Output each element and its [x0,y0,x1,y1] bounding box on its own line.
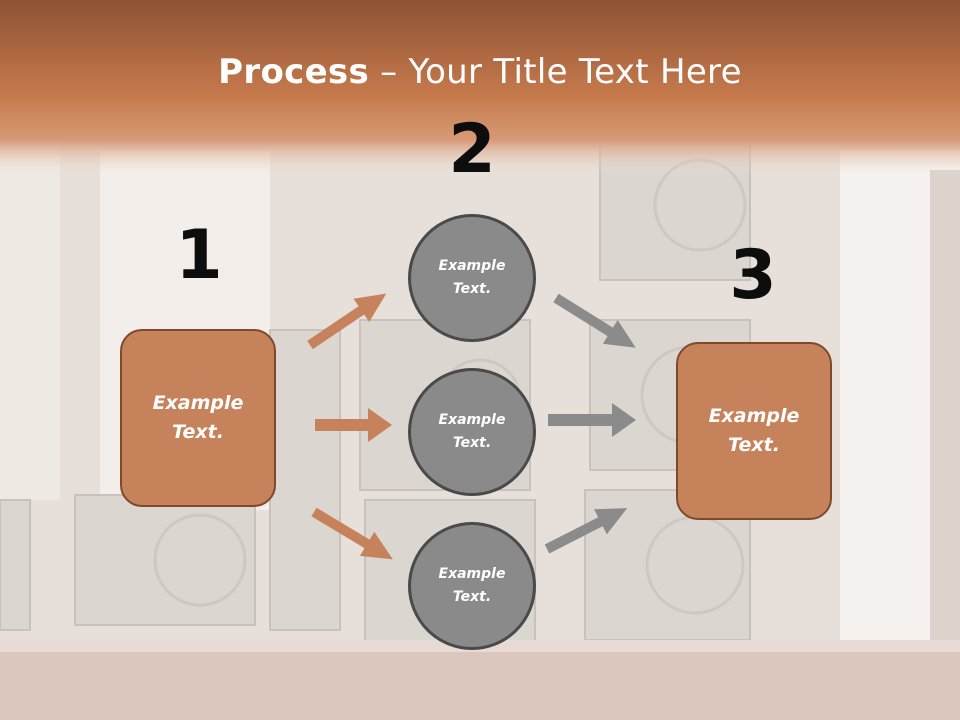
circle-top-text: Example Text. [438,258,506,297]
step-1-box: Example Text. [120,329,276,507]
step-2-circle-bottom: Example Text. [408,522,536,650]
step-1-text: Example Text. [152,392,244,443]
step-number-3: 3 [729,236,777,315]
slide-title: Process – Your Title Text Here [0,52,960,92]
circle-bottom-text: Example Text. [438,566,506,605]
step-2-circle-middle: Example Text. [408,368,536,496]
step-3-box: Example Text. [676,342,832,520]
orange-arrows [307,293,393,560]
step-number-2: 2 [448,110,496,189]
title-rest: – Your Title Text Here [369,52,742,92]
step-3-text: Example Text. [708,405,800,456]
step-2-circle-top: Example Text. [408,214,536,342]
step-number-1: 1 [175,216,223,295]
title-bold: Process [218,52,370,92]
gray-arrows [544,293,636,554]
circle-middle-text: Example Text. [438,412,506,451]
